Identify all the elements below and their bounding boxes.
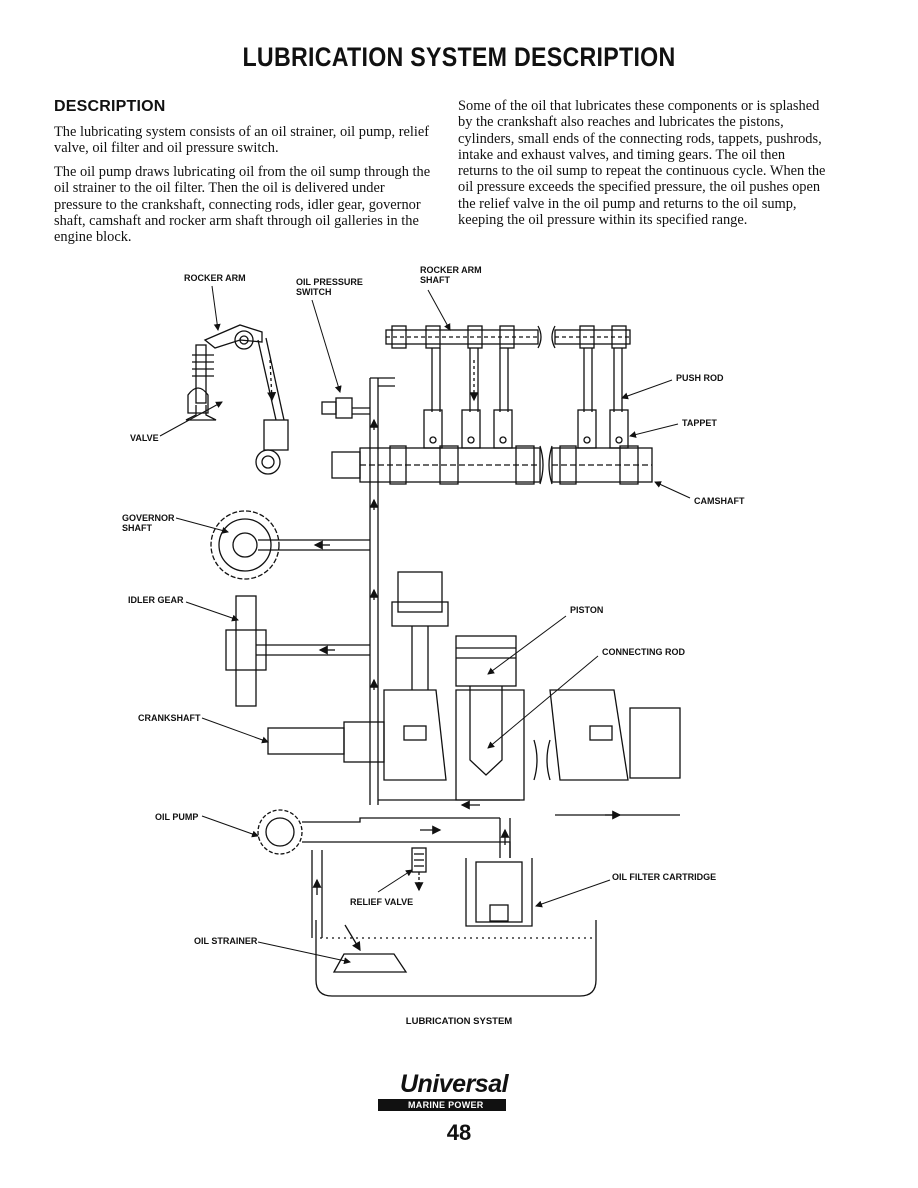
label-governor-shaft-1: GOVERNOR	[122, 513, 175, 523]
label-crankshaft: CRANKSHAFT	[138, 713, 201, 723]
oil-pressure-switch	[321, 397, 370, 419]
logo-tagline: MARINE POWER	[408, 1100, 484, 1110]
diagram-labels: ROCKER ARM OIL PRESSURE SWITCH ROCKER AR…	[122, 265, 745, 946]
label-push-rod: PUSH ROD	[676, 373, 724, 383]
label-rocker-arm-shaft-2: SHAFT	[420, 275, 450, 285]
paragraph-oil-flow: The oil pump draws lubricating oil from …	[54, 164, 431, 246]
label-piston: PISTON	[570, 605, 603, 615]
crankshaft	[267, 689, 681, 820]
figure-caption: LUBRICATION SYSTEM	[405, 1016, 513, 1027]
camshaft	[331, 445, 653, 485]
section-heading: DESCRIPTION	[54, 98, 166, 115]
label-rocker-arm-shaft-1: ROCKER ARM	[420, 265, 482, 275]
label-idler-gear: IDLER GEAR	[128, 595, 184, 605]
paragraph-components: The lubricating system consists of an oi…	[54, 124, 430, 157]
idler-gear	[225, 595, 370, 707]
oil-pump	[257, 809, 511, 938]
piston-center	[455, 635, 517, 776]
piston-left	[391, 571, 449, 690]
page-title: LUBRICATION SYSTEM DESCRIPTION	[242, 42, 676, 72]
label-governor-shaft-2: SHAFT	[122, 523, 152, 533]
logo-bar	[378, 1099, 506, 1111]
label-valve: VALVE	[130, 433, 159, 443]
label-tappet: TAPPET	[682, 418, 717, 428]
paragraph-return-cycle: Some of the oil that lubricates these co…	[458, 98, 826, 229]
label-camshaft: CAMSHAFT	[694, 496, 745, 506]
oil-gallery	[369, 377, 395, 805]
label-connecting-rod: CONNECTING ROD	[602, 647, 686, 657]
label-rocker-arm: ROCKER ARM	[184, 273, 246, 283]
logo-brand: Universal	[400, 1070, 509, 1098]
rocker-arm-shaft	[385, 325, 631, 349]
leader-lines	[159, 285, 691, 965]
oil-sump	[315, 920, 597, 997]
governor-shaft-gear	[210, 510, 370, 580]
label-oil-filter-cartridge: OIL FILTER CARTRIDGE	[612, 872, 716, 882]
push-rods-tappets	[423, 348, 629, 449]
oil-filter-cartridge	[465, 818, 533, 927]
rocker-arm-valve-assembly	[185, 324, 289, 475]
label-oil-pump: OIL PUMP	[155, 812, 198, 822]
label-oil-pressure-switch-1: OIL PRESSURE	[296, 277, 363, 287]
label-relief-valve: RELIEF VALVE	[350, 897, 413, 907]
relief-valve	[411, 847, 427, 892]
page-number: 48	[446, 1120, 472, 1145]
label-oil-pressure-switch-2: SWITCH	[296, 287, 332, 297]
label-oil-strainer: OIL STRAINER	[194, 936, 258, 946]
